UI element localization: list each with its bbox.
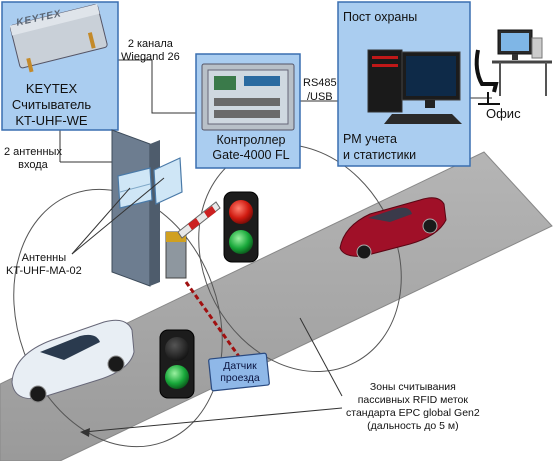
- zones-line2: пассивных RFID меток: [357, 394, 468, 406]
- zones-line1: Зоны считывания: [369, 381, 456, 393]
- rs485-line1: RS485: [303, 77, 337, 89]
- sensor-line1: Датчик: [223, 360, 257, 372]
- zones-label: Зоны считывания пассивных RFID меток ста…: [346, 381, 480, 433]
- wiegand-line1: 2 канала: [127, 38, 173, 50]
- controller-board: [201, 63, 295, 131]
- rs485-line2: /USB: [306, 91, 333, 103]
- pillar: [111, 129, 151, 287]
- zone-pointer-1: [299, 317, 343, 397]
- red-car: [339, 197, 447, 260]
- antennas-line2: KT-UHF-MA-02: [6, 265, 82, 277]
- antenna-far-panel: [153, 157, 183, 205]
- antenna-inputs-line2: входа: [18, 159, 48, 171]
- zones-line3: стандарта EPC global Gen2: [346, 407, 480, 419]
- pillar-side: [150, 140, 160, 286]
- white-car: [11, 319, 135, 403]
- antenna-near-panel: [117, 167, 153, 209]
- antennas-line1: Антенны: [21, 252, 67, 264]
- antenna-inputs-line1: 2 антенных: [4, 146, 62, 158]
- zones-line4: (дальность до 5 м): [367, 420, 459, 432]
- zone-pointer-2: [83, 407, 343, 433]
- guard-post-line2: и статистики: [343, 148, 417, 162]
- antenna-pointer-2: [71, 177, 165, 255]
- guard-post-line1: РМ учета: [343, 132, 397, 146]
- reader-brand: KEYTEX: [25, 81, 78, 96]
- barrier-gate: [165, 201, 221, 279]
- zone-arrow: [80, 428, 90, 437]
- wiegand-label: 2 канала Wiegand 26: [121, 38, 180, 64]
- read-zone-near: [13, 188, 223, 448]
- antenna-pointer-1: [71, 187, 131, 255]
- sensor-box: [208, 352, 270, 392]
- wiegand-link: [118, 59, 196, 114]
- rs485-label: RS485 /USB: [303, 76, 337, 104]
- reader-model: KT-UHF-WE: [15, 113, 88, 128]
- controller-line1: Контроллер: [216, 133, 286, 147]
- guard-post-title: Пост охраны: [343, 10, 418, 24]
- reader-type: Считыватель: [11, 97, 92, 112]
- office-workstation-icon: [474, 29, 552, 105]
- controller-line2: Gate-4000 FL: [212, 148, 290, 162]
- sensor-line2: проезда: [220, 372, 260, 384]
- wiegand-line2: Wiegand 26: [121, 51, 180, 63]
- reader-label: KEYTEX Считыватель KT-UHF-WE: [4, 81, 99, 129]
- computer-icon: [367, 49, 462, 124]
- traffic-light-upper: [223, 191, 259, 263]
- antennas-label: Антенны KT-UHF-MA-02: [6, 252, 82, 278]
- antenna-inputs-label: 2 антенных входа: [4, 146, 62, 172]
- guard-post-subtitle: РМ учета и статистики: [343, 131, 458, 163]
- reader-device: [9, 4, 108, 73]
- traffic-light-lower: [159, 329, 195, 399]
- office-label: Офис: [486, 106, 521, 121]
- sensor-label: Датчик проезда: [212, 360, 268, 384]
- controller-label: Контроллер Gate-4000 FL: [196, 133, 306, 163]
